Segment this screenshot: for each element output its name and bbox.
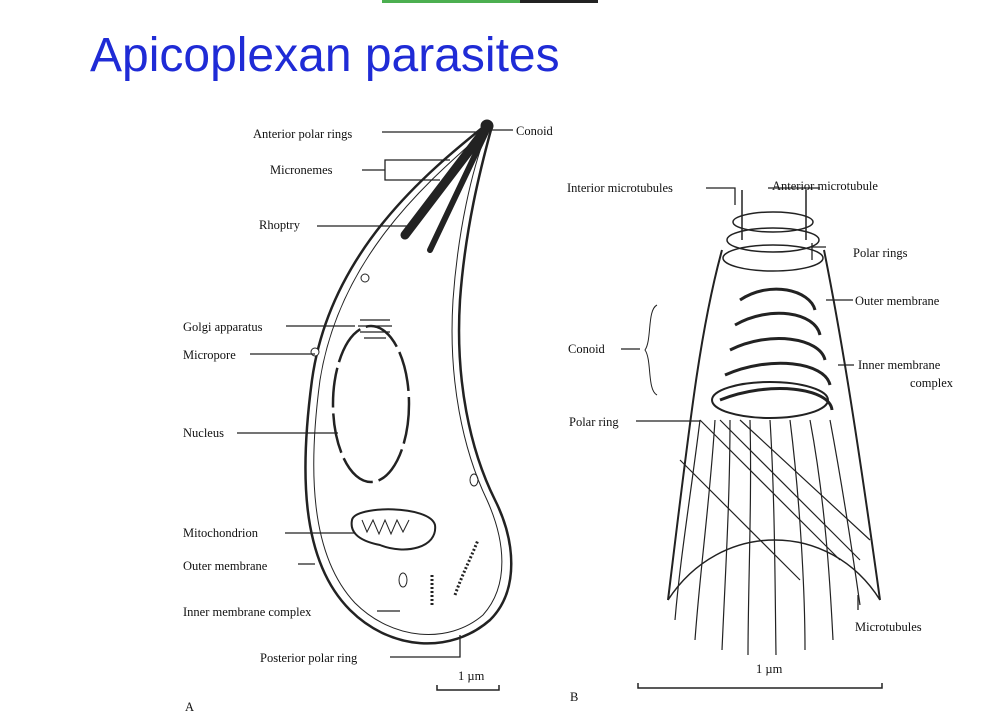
scale-a: 1 µm [458, 669, 485, 683]
label-outer-membrane-a: Outer membrane [183, 559, 268, 573]
label-microtubules: Microtubules [855, 620, 922, 634]
label-micropore: Micropore [183, 348, 236, 362]
figure-a-cell [304, 119, 513, 645]
label-anterior-microtubule: Anterior microtubule [772, 179, 878, 193]
label-conoid-a: Conoid [516, 124, 553, 138]
label-inner-membrane-complex-a: Inner membrane complex [183, 605, 312, 619]
label-micronemes: Micronemes [270, 163, 333, 177]
label-inner-membrane-b1: Inner membrane [858, 358, 941, 372]
slide-progress-bar [382, 0, 598, 3]
figure-b-conoid [667, 190, 881, 656]
scale-b: 1 µm [756, 662, 783, 676]
label-golgi: Golgi apparatus [183, 320, 263, 334]
label-mitochondrion: Mitochondrion [183, 526, 258, 540]
label-polar-rings: Polar rings [853, 246, 908, 260]
label-conoid-b: Conoid [568, 342, 605, 356]
slide-progress-fill [382, 0, 521, 3]
label-interior-microtubules: Interior microtubules [567, 181, 673, 195]
panel-label-b: B [570, 690, 579, 704]
label-polar-ring: Polar ring [569, 415, 619, 429]
label-posterior-polar-ring: Posterior polar ring [260, 651, 358, 665]
label-anterior-polar-rings: Anterior polar rings [253, 127, 353, 141]
label-inner-membrane-b2: complex [910, 376, 954, 390]
panel-label-a: A [185, 700, 195, 714]
figure-b-leader-lines [621, 187, 883, 689]
label-outer-membrane-b: Outer membrane [855, 294, 940, 308]
label-nucleus: Nucleus [183, 426, 224, 440]
figure-a-leader-lines [237, 129, 513, 691]
label-rhoptry: Rhoptry [259, 218, 300, 232]
slide-title: Apicoplexan parasites [90, 29, 560, 82]
